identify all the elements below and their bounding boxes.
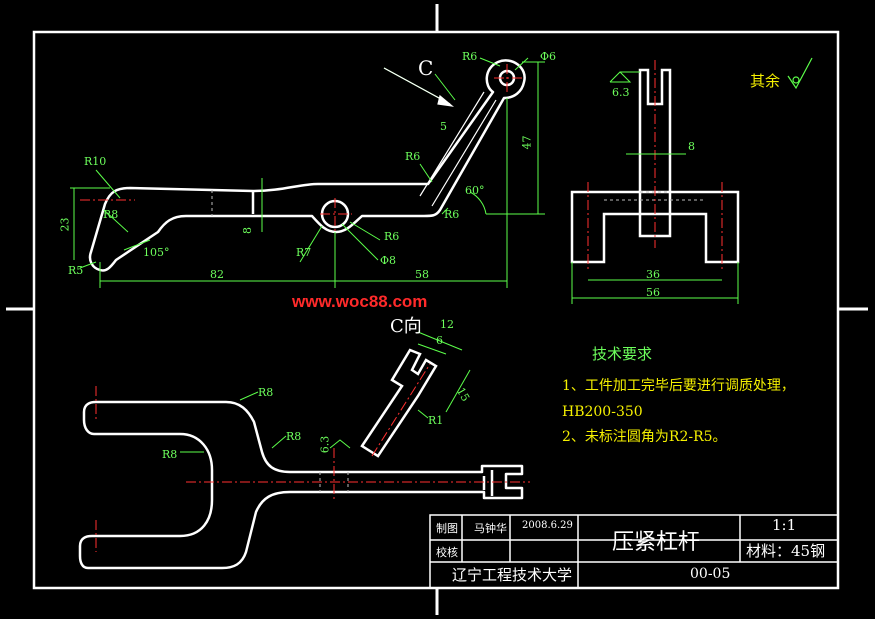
dim-r6-hole: R6 bbox=[384, 230, 400, 243]
dim-r8-plan-top: R8 bbox=[258, 386, 274, 399]
dim-6-3-side: 6.3 bbox=[612, 86, 630, 99]
tech-requirement-line-1: 1、工件加工完毕后要进行调质处理， bbox=[562, 378, 795, 394]
title-block-scale: 1:1 bbox=[772, 516, 797, 534]
c-view-dimensions bbox=[417, 331, 471, 419]
main-view-outline bbox=[88, 59, 526, 272]
dim-105-degrees: 105° bbox=[143, 246, 170, 259]
dim-47: 47 bbox=[520, 135, 534, 150]
plan-view-outline bbox=[78, 400, 524, 570]
side-view-dimensions bbox=[571, 71, 739, 304]
c-view-centerline bbox=[371, 363, 431, 457]
view-label-c-direction: C向 bbox=[390, 316, 422, 337]
side-view-centerlines bbox=[587, 60, 723, 272]
dim-56: 56 bbox=[646, 286, 660, 299]
dim-60-degrees: 60° bbox=[465, 184, 485, 197]
plan-view-centerlines bbox=[95, 386, 530, 552]
dim-36: 36 bbox=[646, 268, 660, 281]
centering-marks bbox=[6, 4, 868, 615]
c-view-outline bbox=[360, 348, 438, 458]
title-block-school: 辽宁工程技术大学 bbox=[452, 566, 573, 584]
dim-r1: R1 bbox=[428, 414, 444, 427]
title-block-drawn-name: 马钟华 bbox=[474, 522, 507, 535]
dim-phi8: Φ8 bbox=[380, 254, 397, 267]
title-block-part-name: 压紧杠杆 bbox=[612, 530, 701, 555]
dim-82: 82 bbox=[210, 268, 224, 281]
tech-requirement-line-2: HB200-350 bbox=[562, 404, 643, 420]
dim-r6-low: R6 bbox=[444, 208, 460, 221]
main-view-arrow bbox=[383, 67, 455, 107]
dim-8-side: 8 bbox=[688, 140, 695, 153]
title-block-material: 材料：45钢 bbox=[746, 542, 826, 560]
dim-6-3-plan: 6.3 bbox=[318, 435, 332, 454]
title-block-drawn-label: 制图 bbox=[436, 522, 458, 535]
dim-58: 58 bbox=[415, 268, 429, 281]
side-view-outline bbox=[570, 68, 740, 264]
title-block-drawing-number: 00-05 bbox=[690, 566, 731, 582]
surface-finish-symbol bbox=[787, 57, 813, 90]
dim-r8: R8 bbox=[103, 208, 119, 221]
dim-r8-plan-mid: R8 bbox=[286, 430, 302, 443]
dim-r6-mid: R6 bbox=[405, 150, 421, 163]
dim-12: 12 bbox=[440, 318, 454, 331]
dim-r5: R5 bbox=[68, 264, 84, 277]
watermark-text: www.woc88.com bbox=[292, 292, 428, 311]
tech-requirements-title: 技术要求 bbox=[592, 345, 653, 363]
dim-r10: R10 bbox=[84, 155, 107, 168]
main-view-centerlines bbox=[80, 64, 522, 232]
dim-phi6: Φ6 bbox=[540, 50, 557, 63]
sheet-frame bbox=[32, 30, 840, 590]
title-block-date: 2008.6.29 bbox=[522, 520, 573, 531]
dim-r6-top: R6 bbox=[462, 50, 478, 63]
dim-r8-plan-left: R8 bbox=[162, 448, 178, 461]
plan-view-dimensions bbox=[180, 391, 351, 453]
dim-23: 23 bbox=[58, 217, 72, 232]
view-label-c: C bbox=[418, 56, 434, 80]
title-block-check-label: 校核 bbox=[436, 546, 458, 559]
dim-r7: R7 bbox=[296, 246, 312, 259]
dim-5: 5 bbox=[440, 120, 447, 133]
tech-requirement-line-3: 2、未标注圆角为R2-R5。 bbox=[562, 429, 727, 445]
dim-8-left: 8 bbox=[241, 227, 254, 234]
dim-6: 6 bbox=[436, 334, 443, 347]
surface-finish-note: 其余 bbox=[750, 72, 781, 90]
title-block-lines bbox=[429, 514, 839, 589]
